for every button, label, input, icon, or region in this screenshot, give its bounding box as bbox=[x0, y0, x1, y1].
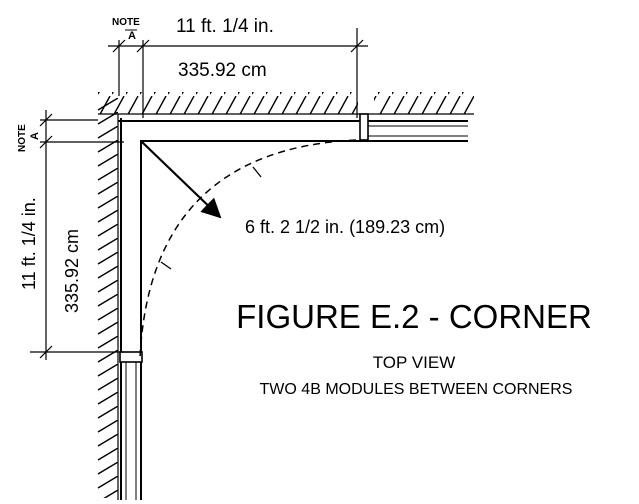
arc-tick-1 bbox=[252, 166, 262, 178]
side-dimension-cm: 335.92 cm bbox=[62, 229, 82, 313]
top-dimension-line bbox=[108, 28, 368, 118]
top-dimension-cm: 335.92 cm bbox=[178, 60, 267, 81]
swing-arc bbox=[139, 139, 357, 359]
side-note: NOTE A bbox=[17, 124, 41, 152]
left-wall-hatching bbox=[96, 98, 119, 500]
side-dimension-line bbox=[30, 110, 124, 360]
radius-arrow bbox=[141, 141, 222, 219]
side-note-letter: A bbox=[29, 132, 41, 140]
top-note-letter: A bbox=[128, 30, 136, 42]
side-dimension-feet: 11 ft. 1/4 in. bbox=[19, 197, 39, 290]
figure-caption: TWO 4B MODULES BETWEEN CORNERS bbox=[260, 381, 573, 398]
figure-title: FIGURE E.2 - CORNER bbox=[236, 298, 592, 335]
arc-tick-2 bbox=[160, 261, 172, 270]
corner-module-outline bbox=[118, 113, 468, 500]
top-note-label: NOTE bbox=[112, 17, 140, 28]
top-wall-hatching bbox=[98, 92, 474, 115]
radius-label: 6 ft. 2 1/2 in. (189.23 cm) bbox=[245, 217, 445, 237]
figure-subtitle: TOP VIEW bbox=[373, 353, 456, 372]
side-note-label: NOTE bbox=[17, 124, 28, 152]
top-dimension-feet: 11 ft. 1/4 in. bbox=[176, 16, 274, 37]
